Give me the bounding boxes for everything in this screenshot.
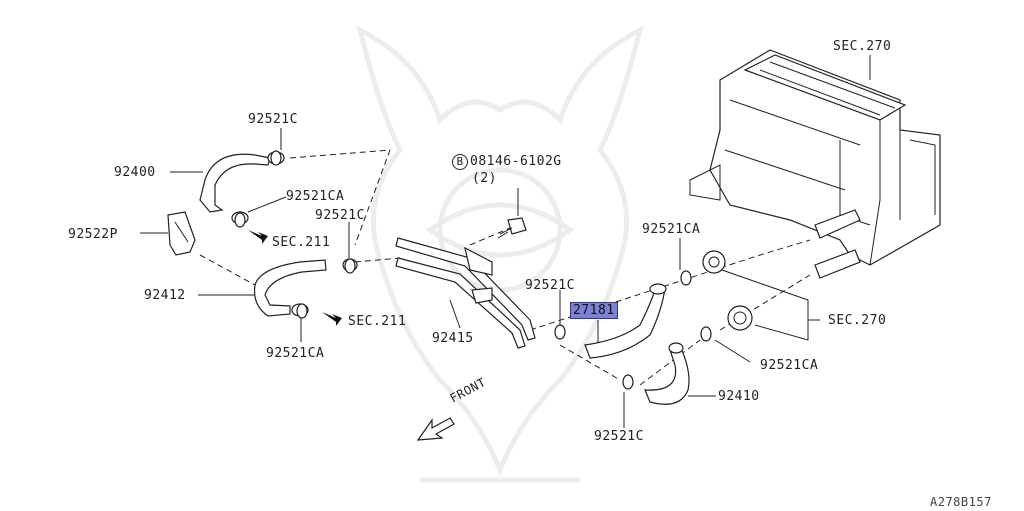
label-sec270-right: SEC.270: [828, 313, 887, 328]
label-92521c-center: 92521C: [525, 278, 575, 293]
label-bolt-code: 08146-6102G: [470, 154, 562, 169]
watermark-emblem: [356, 25, 644, 483]
label-92521ca-right: 92521CA: [760, 358, 819, 373]
arrow-sec211-lower: [322, 312, 342, 326]
figure-code: A278B157: [930, 495, 992, 509]
label-92521c-mid: 92521C: [315, 208, 365, 223]
bolt-circle-letter: B: [452, 154, 468, 170]
label-92415: 92415: [432, 331, 474, 346]
label-92400: 92400: [114, 165, 156, 180]
front-arrow: [416, 417, 455, 441]
label-92522p: 92522P: [68, 227, 118, 242]
label-92521ca-left: 92521CA: [266, 346, 325, 361]
label-bolt-qty: (2): [472, 171, 497, 186]
label-92412: 92412: [144, 288, 186, 303]
label-92410: 92410: [718, 389, 760, 404]
label-sec211-lower: SEC.211: [348, 314, 407, 329]
clamps: [234, 150, 712, 390]
arrow-sec211-upper: [248, 230, 268, 244]
label-sec211-upper: SEC.211: [272, 235, 331, 250]
label-92521ca-top: 92521CA: [286, 189, 345, 204]
label-92521c-bottom: 92521C: [594, 429, 644, 444]
bolt-circle-icon: B: [452, 154, 468, 170]
label-sec270-top: SEC.270: [833, 39, 892, 54]
label-92521c-top: 92521C: [248, 112, 298, 127]
label-27181-highlighted[interactable]: 27181: [570, 302, 618, 319]
label-92521ca-right-top: 92521CA: [642, 222, 701, 237]
heater-unit: [689, 49, 941, 279]
